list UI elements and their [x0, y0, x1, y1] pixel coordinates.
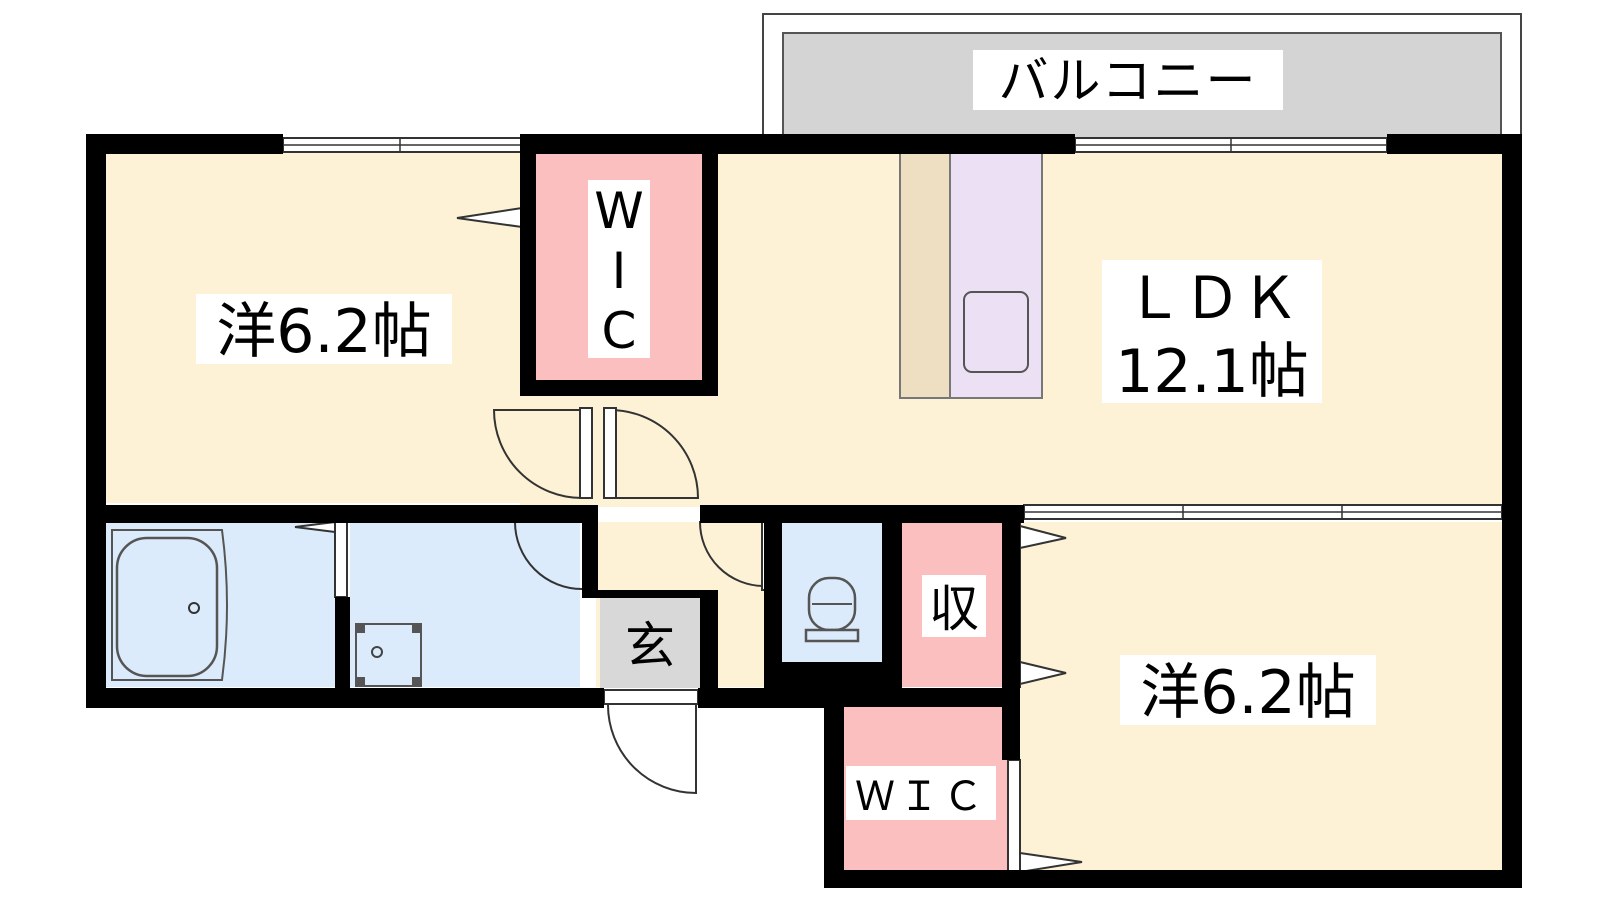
drain-icon — [188, 602, 200, 614]
door-washroom — [513, 521, 583, 590]
kitchen-counter — [899, 152, 1043, 399]
entrance-floor — [600, 596, 700, 688]
ldk-label: ＬＤＫ — [1125, 264, 1299, 332]
door-ldk — [609, 409, 700, 499]
room-floors — [105, 153, 1502, 874]
door-top-left-room — [492, 409, 583, 499]
washroom-floor — [350, 522, 580, 687]
door-entrance — [607, 698, 697, 795]
washing-machine-pan — [355, 623, 422, 687]
wic-top-label-c: C — [602, 302, 637, 360]
balcony: バルコニー — [762, 13, 1522, 143]
windows — [282, 137, 1503, 520]
door-toilet — [698, 521, 765, 587]
walls — [86, 134, 1522, 888]
western-room-top-left-label: 洋6.2帖 — [216, 297, 431, 367]
storage-label: 収 — [929, 580, 979, 638]
bathtub — [111, 529, 228, 681]
ldk-size-label: 12.1帖 — [1115, 337, 1309, 407]
entrance-label: 玄 — [625, 617, 675, 675]
balcony-label: バルコニー — [999, 52, 1258, 110]
western-room-bottom-right-label: 洋6.2帖 — [1140, 658, 1355, 728]
toilet-icon — [804, 576, 860, 643]
wic-top-label-i: I — [612, 242, 627, 300]
room-labels: 洋6.2帖 W I C ＬＤＫ 12.1帖 玄 収 ＷＩＣ 洋6.2帖 — [196, 180, 1376, 820]
wic-bottom-label: ＷＩＣ — [855, 774, 987, 820]
sink-icon — [963, 291, 1029, 373]
wic-top-label-w: W — [594, 182, 643, 240]
